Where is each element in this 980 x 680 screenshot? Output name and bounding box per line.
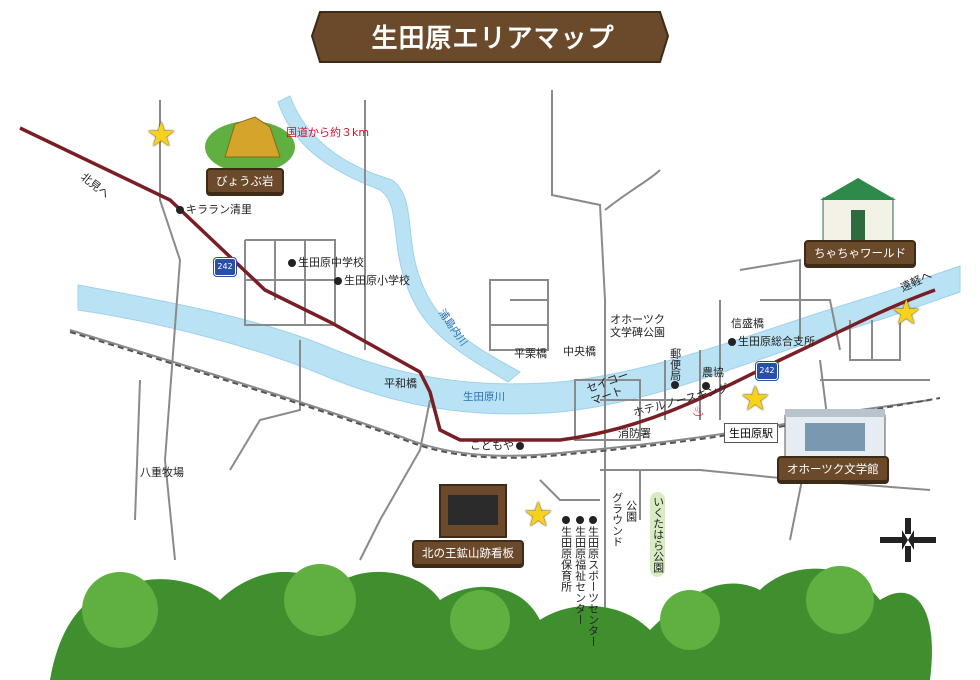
chacha-world-icon xyxy=(820,178,896,243)
hot-spring-icon: ♨ xyxy=(692,404,705,420)
star-icon: ★ xyxy=(891,293,922,333)
chuou-bridge: 中央橋 xyxy=(563,345,596,358)
middle-school-label: 生田原中学校 xyxy=(288,256,364,270)
uraboro-river xyxy=(277,95,521,383)
ikutahara-park-label: いくたはら公園 xyxy=(650,492,665,577)
kitanoou-sign[interactable]: 北の王鉱山跡看板 xyxy=(412,540,524,566)
ikutahara-river xyxy=(77,265,961,415)
dot-marker xyxy=(588,516,597,524)
page-title: 生田原エリアマップ xyxy=(371,24,615,54)
station-label: 生田原駅 xyxy=(724,423,778,443)
elementary-school-label: 生田原小学校 xyxy=(334,274,410,288)
branch-office-label: 生田原総合支所 xyxy=(728,335,815,349)
fire-station-label: 消防署 xyxy=(618,427,651,440)
star-icon: ★ xyxy=(523,495,554,535)
heiritsu-bridge: 平栗橋 xyxy=(514,347,547,360)
ikutahara-river-label: 生田原川 xyxy=(463,391,505,403)
dot-marker xyxy=(670,381,679,389)
heiwa-bridge: 平和橋 xyxy=(384,377,417,390)
dot-marker xyxy=(334,277,342,285)
route-242-shield: 242 xyxy=(214,258,236,276)
route-242 xyxy=(19,126,936,442)
dot-marker xyxy=(702,381,710,390)
ground-label: グラウンド xyxy=(610,492,624,547)
welfare-center-label: 生田原福祉センター xyxy=(573,516,587,625)
kitanoou-sign-icon xyxy=(439,484,507,538)
dot-marker xyxy=(561,516,570,524)
dot-marker xyxy=(288,259,296,267)
kiraran-label: キララン清里 xyxy=(176,203,252,217)
okhotsk-park-label: オホーツク文学碑公園 xyxy=(610,313,665,339)
park-label: 公園 xyxy=(624,500,638,522)
shinmori-bridge: 信盛橋 xyxy=(731,317,764,330)
nursery-label: 生田原保育所 xyxy=(559,516,573,592)
okhotsk-museum-sign[interactable]: オホーツク文学館 xyxy=(777,456,889,482)
noukyou-label: 農協 xyxy=(702,366,724,392)
okhotsk-museum-icon xyxy=(784,409,886,458)
compass-icon xyxy=(880,518,936,562)
star-icon: ★ xyxy=(146,115,177,155)
dot-marker xyxy=(516,442,524,450)
kokudo-note: 国道から約３km xyxy=(286,126,370,139)
byoubu-iwa-sign[interactable]: びょうぶ岩 xyxy=(206,168,284,194)
dot-marker xyxy=(575,516,584,524)
byoubu-iwa-icon xyxy=(205,116,295,173)
title-banner xyxy=(310,11,670,63)
forest xyxy=(50,564,932,680)
minor-roads xyxy=(69,90,931,650)
chacha-world-sign[interactable]: ちゃちゃワールド xyxy=(804,240,916,266)
yae-farm-label: 八重牧場 xyxy=(140,466,184,479)
post-office-label: 郵便局 xyxy=(668,348,682,391)
sports-center-label: 生田原スポーツセンター xyxy=(586,516,600,647)
route-242-shield: 242 xyxy=(756,362,778,380)
dot-marker xyxy=(728,338,736,346)
dot-marker xyxy=(176,206,184,214)
kodomoya-label: こどもや xyxy=(470,439,526,453)
star-icon: ★ xyxy=(740,379,771,419)
